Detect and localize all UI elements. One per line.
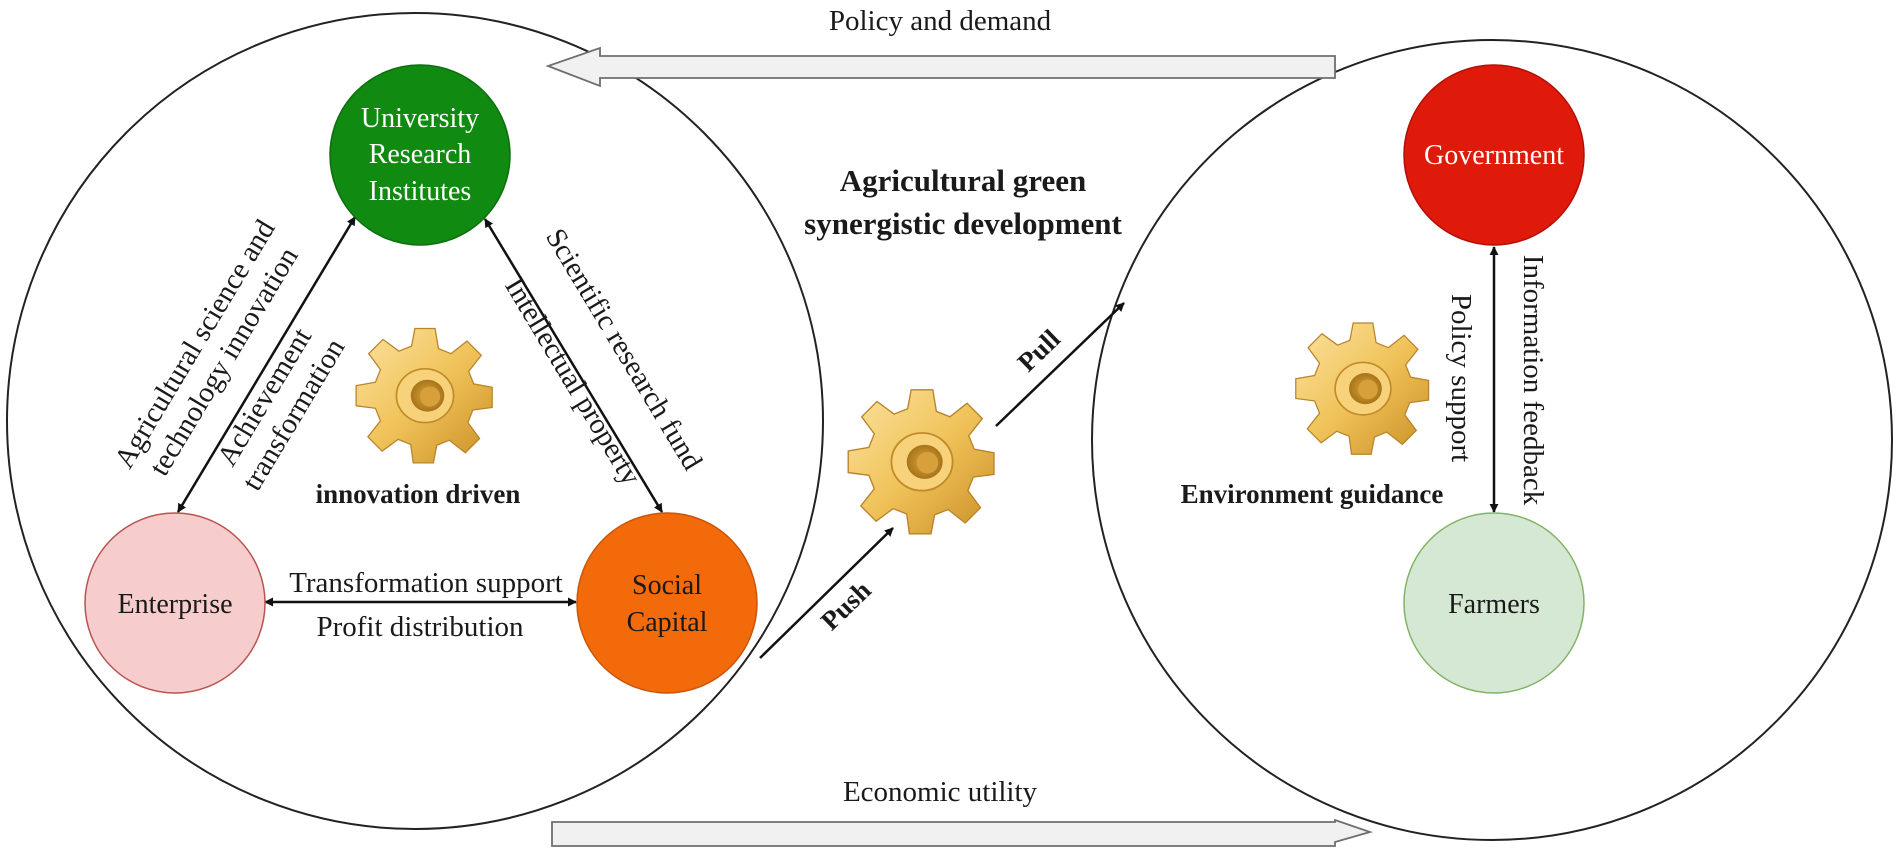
farmers-label: Farmers <box>1448 589 1540 620</box>
edge-university-enterprise <box>176 216 357 513</box>
push-arrow <box>759 527 894 659</box>
node-farmers: Farmers <box>1403 512 1585 694</box>
node-enterprise: Enterprise <box>84 512 266 694</box>
center-title-line2: synergistic development <box>804 206 1122 241</box>
label-information-feedback: Information feedback <box>1517 255 1549 506</box>
push-label: Push <box>815 575 877 636</box>
university-line3: Institutes <box>369 176 472 207</box>
gear-icon-left <box>355 327 494 464</box>
node-university-research-institutes: University Research Institutes <box>329 64 511 246</box>
node-social-capital: Social Capital <box>576 512 758 694</box>
policy-demand-arrow <box>545 46 1336 88</box>
caption-innovation-driven: innovation driven <box>316 479 521 509</box>
social-capital-line2: Capital <box>627 607 708 638</box>
gear-icon-center <box>847 388 995 535</box>
gear-icon-right <box>1294 322 1430 456</box>
label-policy-support: Policy support <box>1445 294 1477 462</box>
economic-utility-label: Economic utility <box>843 776 1038 808</box>
left-system-circle <box>6 12 824 830</box>
university-line2: Research <box>369 139 472 170</box>
enterprise-label: Enterprise <box>117 589 232 620</box>
edge-university-social-capital <box>483 218 664 513</box>
right-system-circle <box>1091 39 1893 841</box>
government-label: Government <box>1424 140 1564 171</box>
social-capital-line1: Social <box>632 570 702 601</box>
caption-environment-guidance: Environment guidance <box>1181 479 1444 509</box>
node-government: Government <box>1403 64 1585 246</box>
pull-label: Pull <box>1012 323 1067 377</box>
center-title-line1: Agricultural green <box>840 163 1087 198</box>
label-profit-distribution: Profit distribution <box>316 611 524 643</box>
university-line1: University <box>361 103 479 134</box>
label-transformation-support: Transformation support <box>289 567 563 599</box>
pull-arrow <box>995 302 1125 427</box>
economic-utility-arrow <box>551 818 1374 847</box>
policy-demand-label: Policy and demand <box>829 5 1052 37</box>
